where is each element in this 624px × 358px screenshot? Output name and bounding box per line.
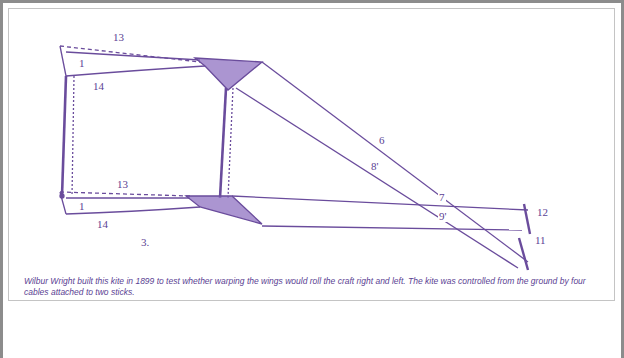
lower-wing-rear-edge (66, 207, 200, 214)
caption: Wilbur Wright built this kite in 1899 to… (24, 276, 604, 298)
callout-number: 11 (534, 234, 547, 246)
right-strut-dotted (228, 88, 233, 198)
callout-number: 9' (438, 210, 447, 222)
callout-number: 6 (378, 134, 386, 146)
callout-number: 1 (78, 57, 86, 69)
callout-number: 1 (78, 200, 86, 212)
right-strut (220, 88, 226, 198)
callout-number: 3. (140, 236, 150, 248)
cable (236, 88, 518, 268)
cable (262, 226, 522, 230)
lower-wing-shaded-tip (186, 196, 262, 224)
lower-wing-tip (60, 192, 66, 214)
upper-wing-rear-edge (66, 66, 205, 76)
callout-number: 13 (112, 31, 125, 43)
control-stick (519, 238, 528, 270)
callout-number: 14 (92, 80, 105, 92)
left-strut-dotted (72, 76, 74, 196)
upper-wing-tip (60, 46, 66, 76)
upper-wing-edge (66, 52, 200, 60)
cable (262, 62, 528, 262)
control-stick (524, 204, 530, 234)
kite-drawing (60, 46, 530, 270)
left-strut (62, 76, 66, 196)
callout-number: 12 (536, 206, 549, 218)
strut-joint (60, 194, 64, 198)
callout-number: 13 (116, 178, 129, 190)
lower-wing-dashed-edge (60, 192, 190, 196)
callout-number: 7 (438, 191, 446, 203)
upper-wing-shaded-tip (195, 58, 262, 90)
callout-number: 14 (96, 218, 109, 230)
inner-frame (9, 9, 615, 301)
lower-wing-edge (66, 197, 190, 198)
cable (232, 196, 528, 210)
callout-number: 8' (370, 160, 379, 172)
